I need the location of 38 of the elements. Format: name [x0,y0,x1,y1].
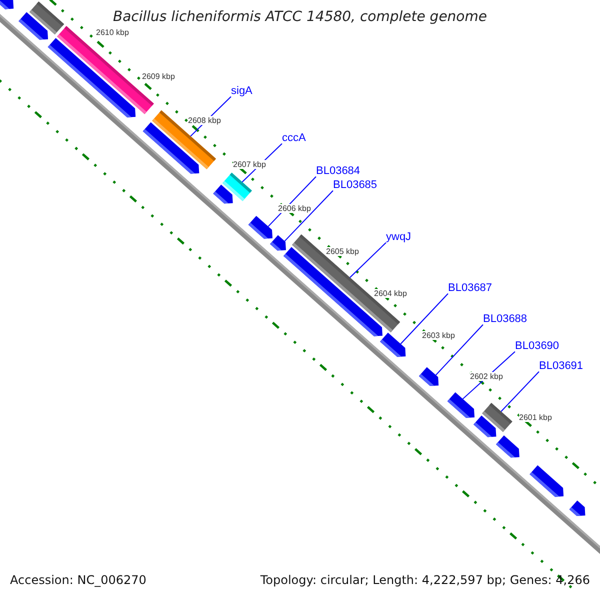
gene-label: cccA [282,132,306,145]
gene-label: BL03684 [316,165,360,178]
leader-line [500,371,540,412]
gene-label: BL03690 [515,340,560,353]
gene-block [270,235,286,251]
title: Bacillus licheniformis ATCC 14580, complete genome [112,9,488,26]
tick-label: 2610 kbp [96,28,129,38]
gene-label: BL03691 [539,360,584,373]
gene-block [380,332,406,357]
gene-label: sigA [231,85,252,98]
leader-line [349,242,386,278]
tick-label: 2601 kbp [519,413,552,422]
tick-label: 2605 kbp [326,247,359,256]
gene-bar [222,172,252,202]
tick-label: 2603 kbp [422,331,455,340]
gene-block [530,465,564,497]
tick-label: 2602 kbp [470,372,503,382]
gene-label: BL03685 [333,179,378,192]
gene-label: BL03688 [483,313,528,326]
tick-label: 2604 kbp [374,289,407,298]
leader-line [400,293,448,344]
gene-block [569,500,586,516]
gene-block [418,367,439,386]
gene-label: ywqJ [386,231,412,244]
tick-label: 2607 kbp [233,160,266,170]
genome-info-text: Topology: circular; Length: 4,222,597 bp; Genes: 4,266 [260,574,590,588]
gene-bar [482,402,512,432]
tick-label: 2609 kbp [142,72,175,82]
leader-line [284,190,334,242]
gene-block [248,216,272,239]
leader-line [435,324,484,376]
tick-label: 2608 kbp [188,116,221,126]
gene-label: BL03687 [448,282,492,295]
tick-label: 2606 kbp [278,204,311,214]
gene-block [447,392,475,418]
gene-block [496,435,520,458]
accession-text: Accession: NC_006270 [10,574,146,588]
gene-block [0,0,14,10]
